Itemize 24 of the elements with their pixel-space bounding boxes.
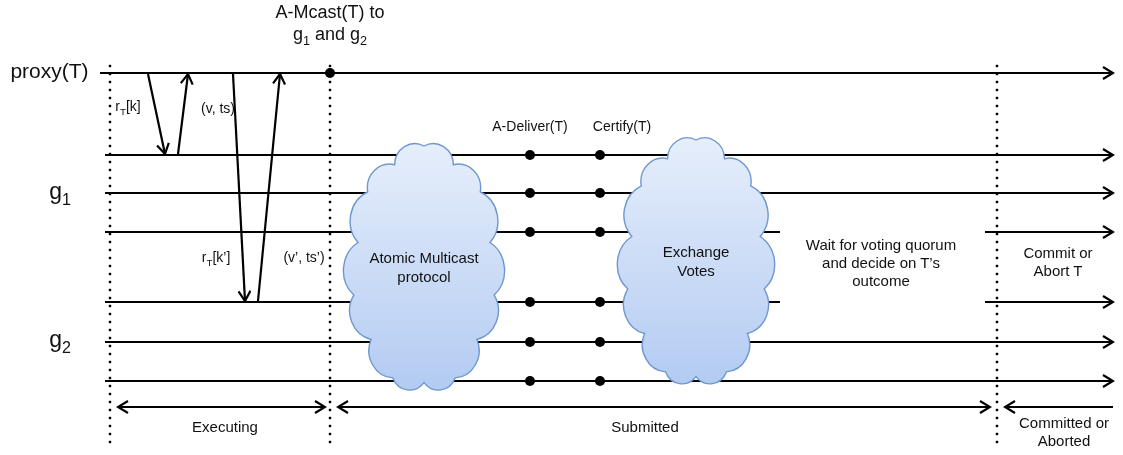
timeline-arrow — [100, 65, 1115, 81]
message-arrow — [146, 73, 170, 156]
message-arrow — [176, 72, 194, 155]
lifeline-label: proxy(T) — [9, 58, 90, 84]
event-label: A-Mcast(T) to g$_{1}$ and g$_{2}$ — [274, 2, 386, 49]
note-text: Wait for voting quorum and decide on T’s outcome — [804, 236, 958, 290]
edge-label: r$_{T}$[k’] — [200, 249, 232, 269]
phase-label: Executing — [191, 418, 259, 436]
group-label: g$_{1}$ — [48, 178, 72, 209]
edge-label: r$_{T}$[k] — [114, 98, 142, 118]
cloud-label: Atomic Multicast protocol — [368, 249, 480, 287]
timeline-arrow — [105, 373, 1115, 389]
group-label: g$_{2}$ — [48, 326, 72, 357]
message-arrow — [256, 72, 287, 302]
cloud-label: Exchange Votes — [661, 243, 731, 281]
message-arrow — [231, 73, 252, 303]
event-label: A-Deliver(T) — [491, 118, 569, 135]
phase-label: Submitted — [610, 418, 680, 436]
timeline-arrow — [105, 147, 1115, 163]
event-label: Certify(T) — [591, 118, 653, 135]
note-text: Commit or Abort T — [1022, 244, 1094, 280]
edge-label: (v, ts) — [200, 100, 236, 117]
phase-label: Committed or Aborted — [1018, 414, 1110, 450]
edge-label: (v’, ts’) — [282, 249, 326, 266]
